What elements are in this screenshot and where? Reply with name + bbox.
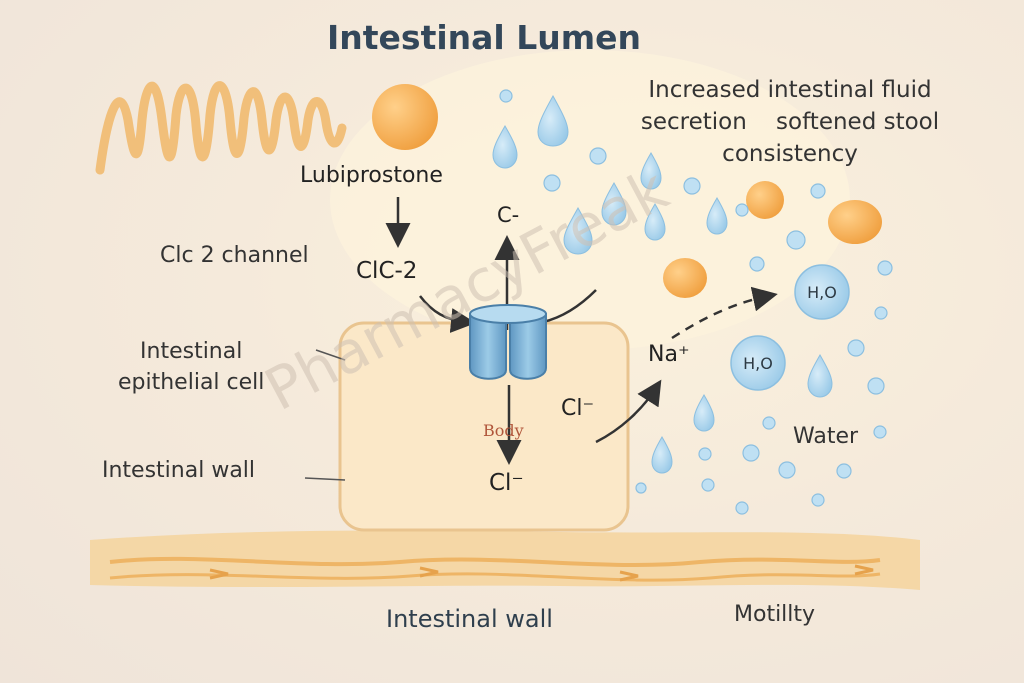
epithelial-label-line-1: Intestinal <box>140 339 243 364</box>
intestinal-wall-left-label: Intestinal wall <box>102 458 256 483</box>
intestinal-wall-bottom-label: Intestinal wall <box>386 605 553 633</box>
intestinal-wall-band <box>90 530 920 590</box>
clc2-channel <box>469 304 547 380</box>
c-minus-label: C- <box>497 203 520 227</box>
particle-3 <box>663 258 707 298</box>
chloride-right-label: Cl⁻ <box>561 396 595 421</box>
chloride-bottom-label: Cl⁻ <box>489 470 524 496</box>
diagram-title: Intestinal Lumen <box>327 18 641 57</box>
wall-leader-line <box>304 477 346 481</box>
water-droplets <box>492 94 833 474</box>
effect-line-1: Increased intestinal fluid <box>648 77 932 103</box>
motility-label: Motillty <box>734 602 816 627</box>
lumen-glow <box>330 50 850 350</box>
body-label: Body <box>483 421 524 440</box>
particle-1 <box>746 181 784 219</box>
villi-wave <box>95 81 347 175</box>
h2o-molecule-2 <box>730 335 786 391</box>
h2o-label-2: H,O <box>743 354 773 373</box>
clc2-channel-label: Clc 2 channel <box>160 243 309 268</box>
effect-line-2: secretion softened stool <box>630 106 950 138</box>
h2o-molecule-1 <box>794 264 850 320</box>
sodium-label: Na⁺ <box>648 342 690 367</box>
effect-line-2b: softened stool <box>776 109 940 135</box>
lubiprostone-label: Lubiprostone <box>300 163 443 188</box>
clc2-label: ClC-2 <box>356 258 418 284</box>
effect-description: Increased intestinal fluid secretion sof… <box>630 74 950 170</box>
water-flow-arrow <box>671 286 778 340</box>
water-bubbles <box>499 89 893 515</box>
epithelial-leader-line <box>315 349 346 361</box>
effect-line-2a: secretion <box>640 109 747 135</box>
epithelial-label-line-2: epithelial cell <box>118 370 265 395</box>
h2o-label-1: H,O <box>807 283 837 302</box>
lubiprostone-molecule <box>372 84 438 150</box>
particle-2 <box>828 200 882 244</box>
channel-outflow-curve <box>542 289 597 324</box>
epithelial-cell-label: Intestinal epithelial cell <box>118 336 264 398</box>
clc2-arrow <box>419 295 476 333</box>
water-label: Water <box>793 424 859 449</box>
effect-line-3: consistency <box>722 141 858 167</box>
na-arrow <box>595 379 662 444</box>
